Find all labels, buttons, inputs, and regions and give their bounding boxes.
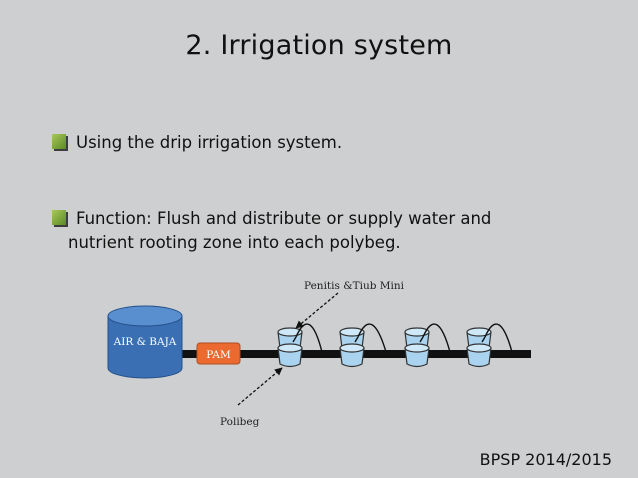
footer-text: BPSP 2014/2015 — [479, 450, 612, 469]
pump-label: PAM — [206, 349, 231, 361]
checkbox-bullet-icon — [52, 210, 66, 225]
polybag-group-1 — [277, 323, 323, 368]
bullet-text-2-line1: Function: Flush and distribute or supply… — [76, 209, 492, 228]
tank-label: AIR & BAJA — [113, 336, 177, 348]
emitter-label: Penitis &Tiub Mini — [304, 280, 405, 292]
bullet-text-2-line2: nutrient rooting zone into each polybeg. — [68, 233, 401, 252]
polybag-callout-arrow — [237, 367, 283, 406]
emitter-callout-arrow — [295, 292, 339, 329]
polybag-group-4 — [466, 323, 513, 368]
bullet-text-1: Using the drip irrigation system. — [76, 133, 343, 152]
polybag-group-3 — [404, 323, 451, 368]
polybag-group-2 — [339, 323, 387, 368]
checkbox-bullet-icon — [52, 134, 66, 149]
slide-title: 2. Irrigation system — [185, 30, 453, 61]
pump: PAM — [196, 342, 241, 365]
water-tank: AIR & BAJA — [107, 305, 183, 379]
bullet-item-1: Using the drip irrigation system. — [52, 131, 342, 155]
bullet-item-2: Function: Flush and distribute or supply… — [52, 207, 491, 231]
polybag-label: Polibeg — [220, 416, 260, 428]
